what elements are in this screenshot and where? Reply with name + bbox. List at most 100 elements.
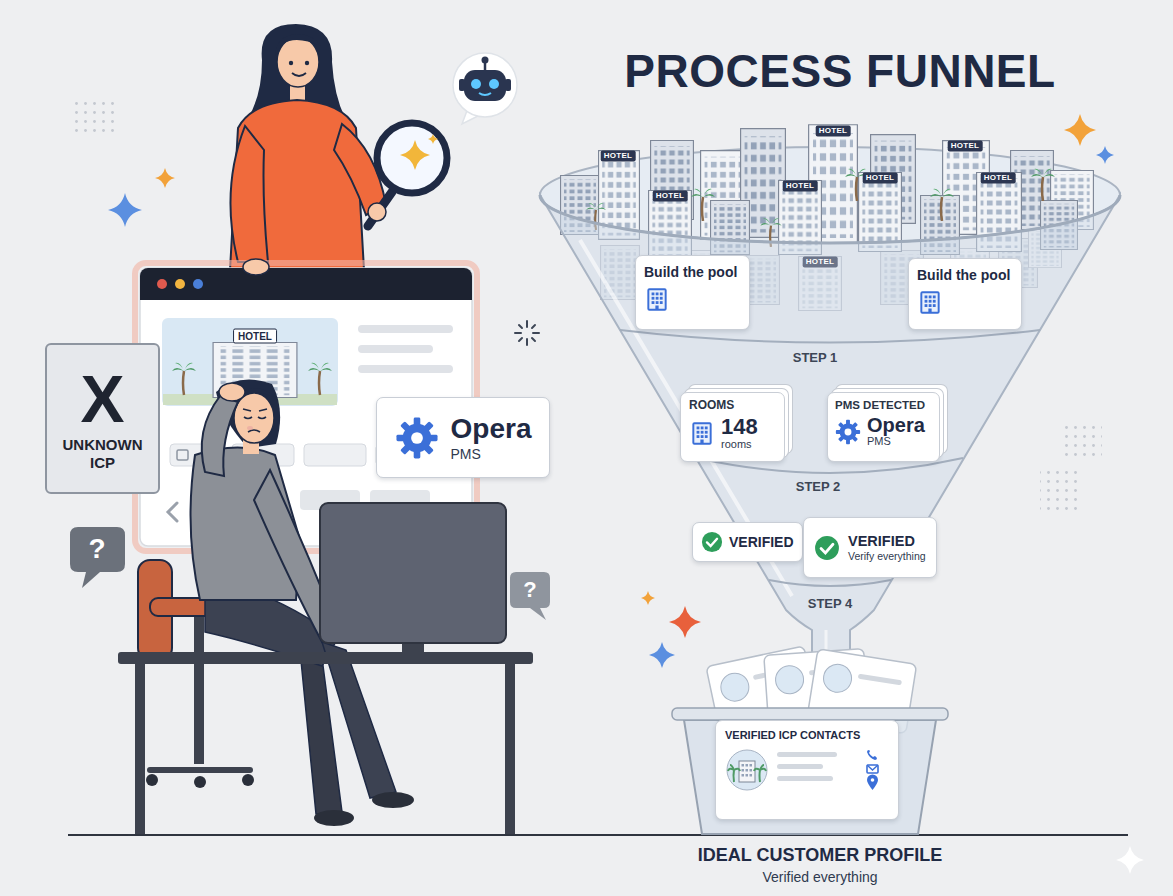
hotel-sign: HOTEL xyxy=(816,126,851,137)
building-window xyxy=(933,300,936,303)
sparkles xyxy=(526,339,528,345)
building-door xyxy=(700,440,703,444)
building-window xyxy=(929,300,932,303)
pin-icon xyxy=(867,774,878,790)
building-window xyxy=(660,297,663,300)
sparkles xyxy=(641,591,655,605)
desk xyxy=(118,652,533,664)
sparkles xyxy=(155,168,175,188)
building-window xyxy=(652,293,655,296)
gear-hole xyxy=(845,428,852,435)
hotel-sign: HOTEL xyxy=(233,329,277,344)
info-card: PMS DETECTEDOperaPMS xyxy=(827,392,940,462)
page-title: PROCESS FUNNEL xyxy=(624,46,1055,97)
pin-dot xyxy=(871,778,875,782)
worried-woman xyxy=(372,792,414,808)
browser-window xyxy=(172,363,196,395)
building-window xyxy=(652,297,655,300)
status-label: VERIFIED xyxy=(848,533,915,550)
browser-window xyxy=(140,286,472,300)
check-icon xyxy=(814,535,840,561)
gear-icon xyxy=(395,416,439,460)
status-label: UNKNOWN ICP xyxy=(57,436,149,472)
step-label: STEP 2 xyxy=(796,480,841,494)
building-window xyxy=(697,427,700,430)
desk xyxy=(135,664,145,835)
question-mark: ? xyxy=(88,534,105,565)
text-stack: VERIFIED xyxy=(729,534,794,550)
hotel-sign: HOTEL xyxy=(863,173,898,184)
funnel xyxy=(540,195,1120,243)
office-chair xyxy=(194,614,204,764)
funnel xyxy=(1031,169,1055,201)
photo-building xyxy=(739,761,755,782)
status-label: VERIFIED xyxy=(729,534,794,550)
searching-woman xyxy=(275,34,321,56)
icon-row: OperaPMS xyxy=(835,415,925,448)
searching-woman xyxy=(368,192,392,226)
decor-dots xyxy=(1040,470,1080,510)
sparkles xyxy=(519,338,522,341)
hotel-sign: HOTEL xyxy=(981,173,1016,184)
searching-woman xyxy=(400,140,430,170)
hotel-sign: HOTEL xyxy=(803,257,838,268)
cross-mark: X xyxy=(80,366,124,432)
contact-basket xyxy=(672,708,948,720)
mail-icon xyxy=(867,765,878,773)
gear-icon xyxy=(835,419,861,445)
building-window xyxy=(656,297,659,300)
sparkles xyxy=(532,325,535,328)
photo-window xyxy=(750,764,753,767)
card-title: Build the pool xyxy=(917,267,1010,283)
building-window xyxy=(925,296,928,299)
browser-window xyxy=(177,450,188,460)
question-bubbles xyxy=(70,527,125,588)
funnel xyxy=(859,173,902,252)
contact-basket xyxy=(684,720,936,834)
searching-woman xyxy=(305,61,309,65)
sparkles xyxy=(533,332,539,334)
worried-woman xyxy=(259,409,267,411)
office-chair xyxy=(242,774,254,786)
phone-icon xyxy=(867,750,877,760)
check-icon xyxy=(701,531,723,553)
sparkles xyxy=(1096,146,1114,164)
building-window xyxy=(701,431,704,434)
product-type: PMS xyxy=(451,446,481,462)
info-card: Build the pool xyxy=(635,255,750,330)
worried-woman xyxy=(322,642,396,798)
card-heading: ROOMS xyxy=(689,399,734,413)
worried-woman xyxy=(314,810,354,826)
browser-window xyxy=(140,268,472,300)
sparkles xyxy=(669,606,701,638)
browser-window xyxy=(168,503,177,521)
photo-window xyxy=(746,764,749,767)
product-name: Opera xyxy=(451,413,532,445)
building-window xyxy=(705,431,708,434)
photo-window xyxy=(742,764,745,767)
sparkles xyxy=(515,321,539,345)
worried-woman xyxy=(244,417,252,419)
searching-woman xyxy=(277,37,319,87)
worried-woman xyxy=(202,396,238,476)
text-stack: 148rooms xyxy=(721,416,758,451)
unit-label: rooms xyxy=(721,438,752,451)
contact-basket xyxy=(672,646,948,834)
worried-woman xyxy=(219,383,245,401)
info-card: VERIFIEDVerify everything xyxy=(803,517,937,578)
office-chair xyxy=(194,776,206,788)
building-window xyxy=(929,296,932,299)
contact-basket xyxy=(858,674,902,686)
check-tick xyxy=(707,539,717,546)
info-card: VERIFIED xyxy=(692,522,803,562)
browser-window xyxy=(358,365,453,373)
product-name: Opera xyxy=(867,415,925,435)
funnel xyxy=(540,195,1120,712)
browser-window xyxy=(243,259,269,275)
office-chair xyxy=(150,767,250,773)
contact-basket xyxy=(822,662,854,694)
building-window xyxy=(701,427,704,430)
funnel xyxy=(769,580,891,586)
browser-window xyxy=(358,345,433,353)
